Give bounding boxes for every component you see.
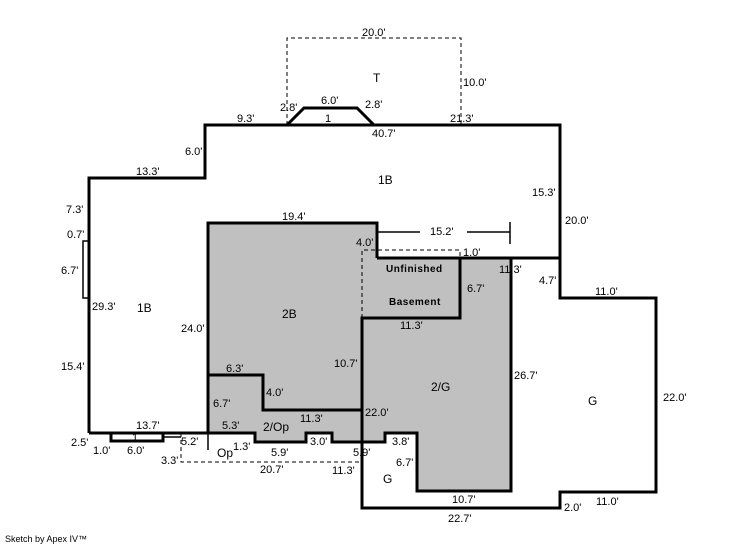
dim-label: 1.0' — [93, 445, 110, 457]
sketch-credit: Sketch by Apex IV™ — [5, 534, 88, 544]
dim-label: 7.3' — [66, 204, 83, 216]
dim-label: 21.3' — [450, 113, 474, 125]
dim-label: 5.9' — [353, 447, 370, 459]
area-label-unfinished: Unfinished — [386, 264, 443, 275]
dim-label: 10.0' — [463, 77, 487, 89]
dim-label: 22.7' — [448, 513, 472, 525]
dim-label: 40.7' — [372, 128, 396, 140]
dim-label: 26.7' — [514, 370, 538, 382]
area-label-1b-left: 1B — [137, 301, 152, 315]
dim-label: 9.3' — [237, 113, 254, 125]
dim-label: 4.0' — [266, 387, 283, 399]
area-label-t: T — [373, 71, 381, 85]
dim-label: 6.7' — [213, 398, 230, 410]
dim-label: 20.0' — [565, 215, 589, 227]
dim-label: 0.7' — [67, 229, 84, 241]
dim-label: 6.0' — [321, 95, 338, 107]
dim-label: 24.0' — [181, 323, 205, 335]
dim-label: 13.7' — [136, 420, 160, 432]
area-label-op: Op — [217, 446, 233, 460]
area-label-1b-top: 1B — [378, 173, 393, 187]
dim-label: 6.0' — [185, 146, 202, 158]
dim-label: 2.0' — [564, 502, 581, 514]
dim-label: 5.3' — [222, 420, 239, 432]
exterior-walls — [87, 106, 658, 510]
dim-label: 4.7' — [539, 275, 556, 287]
dashed-lines — [180, 37, 462, 463]
dim-label: 6.7' — [467, 283, 484, 295]
dim-label: 11.3' — [499, 264, 522, 276]
bay-number: 1 — [325, 113, 331, 125]
dim-label: 20.0' — [362, 27, 386, 39]
dim-label: 5.9' — [271, 447, 288, 459]
dim-label: 6.3' — [226, 363, 243, 375]
area-label-2op: 2/Op — [263, 420, 289, 434]
dim-label: 22.0' — [365, 407, 389, 419]
dim-label: 11.0' — [596, 496, 619, 508]
thin-lines — [82, 222, 511, 450]
dim-label: 6.7' — [396, 457, 413, 469]
dim-label: 11.0' — [595, 286, 618, 298]
area-label-g-small: G — [383, 472, 392, 486]
dim-label: 6.7' — [61, 265, 78, 277]
dim-label: 11.3' — [332, 465, 355, 477]
area-label-2b: 2B — [282, 307, 297, 321]
dim-label: 11.3' — [400, 320, 423, 332]
dim-label: 29.3' — [92, 301, 116, 313]
dim-label: 22.0' — [663, 392, 687, 404]
porch-number: 1 — [132, 432, 138, 444]
dim-label: 13.3' — [136, 166, 160, 178]
dim-label: 10.7' — [452, 494, 476, 506]
dim-label: 10.7' — [334, 358, 358, 370]
dimension-labels: 20.0' 10.0' 6.0' 2.8' 2.8' 9.3' 21.3' 40… — [61, 27, 687, 525]
dim-label: 15.4' — [61, 361, 85, 373]
dim-label: 2.8' — [280, 102, 297, 114]
dim-label: 2.8' — [365, 99, 382, 111]
dim-label: 3.8' — [392, 436, 409, 448]
dim-label: 2.5' — [71, 437, 88, 449]
dim-label: 4.0' — [356, 237, 373, 249]
dim-label: 15.3' — [532, 187, 556, 199]
dim-label: 20.7' — [260, 464, 284, 476]
area-label-basement: Basement — [389, 297, 441, 308]
dim-label: 6.0' — [127, 445, 144, 457]
dim-label: 5.2' — [181, 436, 198, 448]
dim-label: 3.0' — [310, 436, 327, 448]
second-floor-shaded-area — [208, 223, 511, 491]
dim-label: 15.2' — [430, 226, 454, 238]
dim-label: 1.3' — [233, 441, 250, 453]
area-label-g: G — [588, 394, 597, 408]
dim-label: 1.0' — [463, 247, 480, 259]
dim-label: 11.3' — [300, 413, 323, 425]
dim-label: 19.4' — [282, 211, 306, 223]
area-label-2g: 2/G — [431, 380, 450, 394]
dim-label: 3.3' — [161, 455, 178, 467]
